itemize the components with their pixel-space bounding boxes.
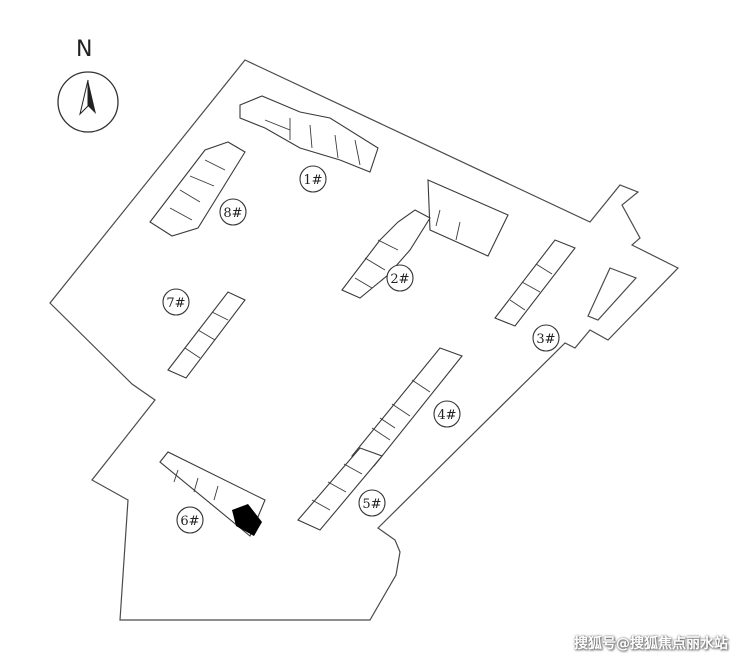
building-3[interactable] [494,239,576,327]
marker-5-label: 5# [362,497,381,512]
building-7[interactable] [167,291,246,379]
building-5[interactable] [297,447,383,531]
marker-6-label: 6# [180,514,199,529]
marker-1-label: 1# [303,173,322,188]
marker-3-label: 3# [536,332,555,347]
building-2[interactable] [341,179,509,299]
marker-4[interactable]: 4# [433,400,461,428]
marker-1[interactable]: 1# [299,165,327,193]
building-8[interactable] [149,141,246,237]
watermark: 搜狐号@搜狐焦点丽水站 [574,636,728,652]
marker-2-label: 2# [390,272,409,287]
marker-6[interactable]: 6# [176,506,204,534]
highlighted-unit [232,504,262,536]
building-1[interactable] [239,95,379,173]
marker-7[interactable]: 7# [162,288,190,316]
compass: N [57,37,119,133]
site-boundary [49,59,680,621]
north-arrow-icon [79,79,96,116]
marker-2[interactable]: 2# [386,264,414,292]
marker-3[interactable]: 3# [532,324,560,352]
marker-4-label: 4# [437,408,456,423]
marker-5[interactable]: 5# [358,489,386,517]
marker-8[interactable]: 8# [219,198,247,226]
building-6[interactable] [159,451,266,537]
compass-ring [57,71,119,133]
marker-8-label: 8# [223,206,242,221]
marker-7-label: 7# [166,296,185,311]
road-strip [587,267,638,321]
compass-label: N [76,37,92,62]
